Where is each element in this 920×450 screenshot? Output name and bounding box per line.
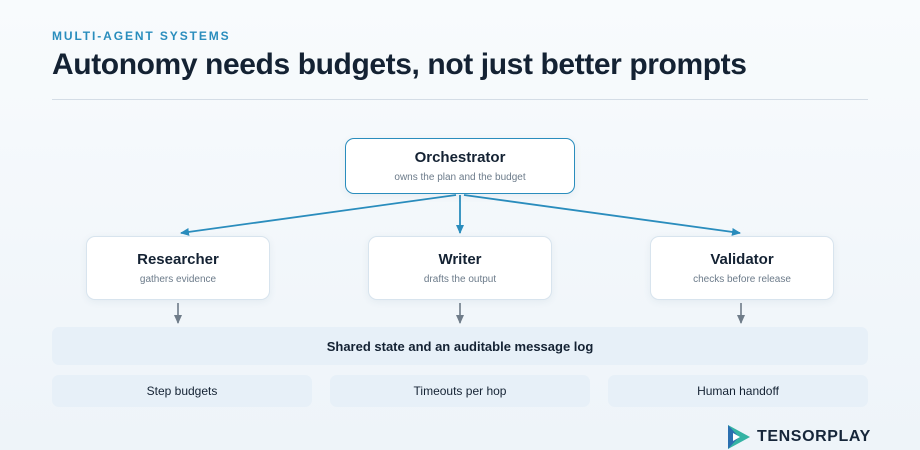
writer-node: Writer drafts the output [368, 236, 552, 300]
edge-orchestrator-to-researcher [180, 194, 457, 236]
writer-subtitle: drafts the output [423, 274, 497, 285]
brand-mark-icon [728, 425, 750, 449]
orchestrator-node: Orchestrator owns the plan and the budge… [345, 138, 575, 194]
edge-orchestrator-to-validator [463, 194, 741, 236]
validator-node: Validator checks before release [650, 236, 834, 300]
researcher-node: Researcher gathers evidence [86, 236, 270, 300]
eyebrow-label: MULTI-AGENT SYSTEMS [52, 29, 231, 43]
page-title: Autonomy needs budgets, not just better … [52, 48, 747, 81]
validator-title: Validator [710, 251, 774, 268]
researcher-subtitle: gathers evidence [139, 274, 217, 285]
control-timeouts-per-hop: Timeouts per hop [330, 375, 590, 407]
brand-name: TENSORPLAY [757, 428, 871, 445]
control-human-handoff: Human handoff [608, 375, 868, 407]
researcher-title: Researcher [137, 251, 219, 268]
validator-subtitle: checks before release [693, 274, 791, 285]
orchestrator-subtitle: owns the plan and the budget [394, 172, 526, 183]
shared-state-bar: Shared state and an auditable message lo… [52, 327, 868, 365]
orchestrator-title: Orchestrator [414, 149, 506, 166]
writer-title: Writer [438, 251, 482, 268]
title-divider [52, 99, 868, 100]
brand-logo: TENSORPLAY [726, 424, 871, 450]
control-step-budgets: Step budgets [52, 375, 312, 407]
